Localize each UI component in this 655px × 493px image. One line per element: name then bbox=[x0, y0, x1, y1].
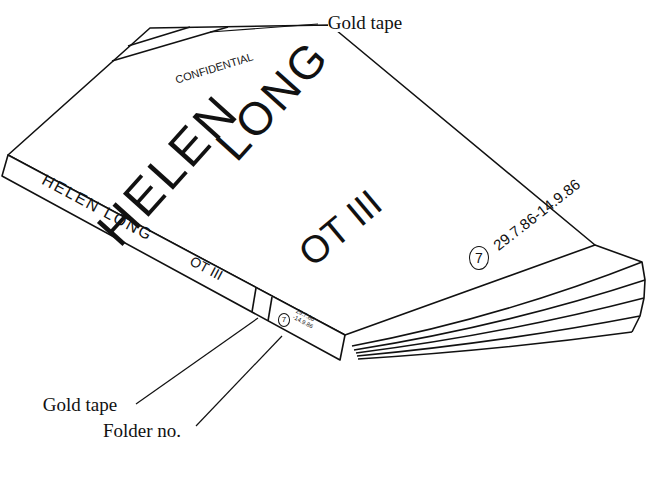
part-label: Folder no. bbox=[103, 421, 181, 440]
gold-tape-edge bbox=[252, 288, 256, 312]
part-label: Gold tape bbox=[328, 13, 402, 32]
folder-number: 7 bbox=[469, 246, 489, 270]
page-sheet bbox=[358, 332, 632, 359]
folder-cover bbox=[8, 25, 595, 335]
gold-tape-edge bbox=[128, 27, 190, 46]
part-label: Gold tape bbox=[43, 395, 117, 414]
page-edges bbox=[595, 245, 645, 332]
leader-line bbox=[136, 318, 258, 404]
gold-tape-edge bbox=[268, 297, 272, 321]
leader-line bbox=[196, 336, 282, 426]
